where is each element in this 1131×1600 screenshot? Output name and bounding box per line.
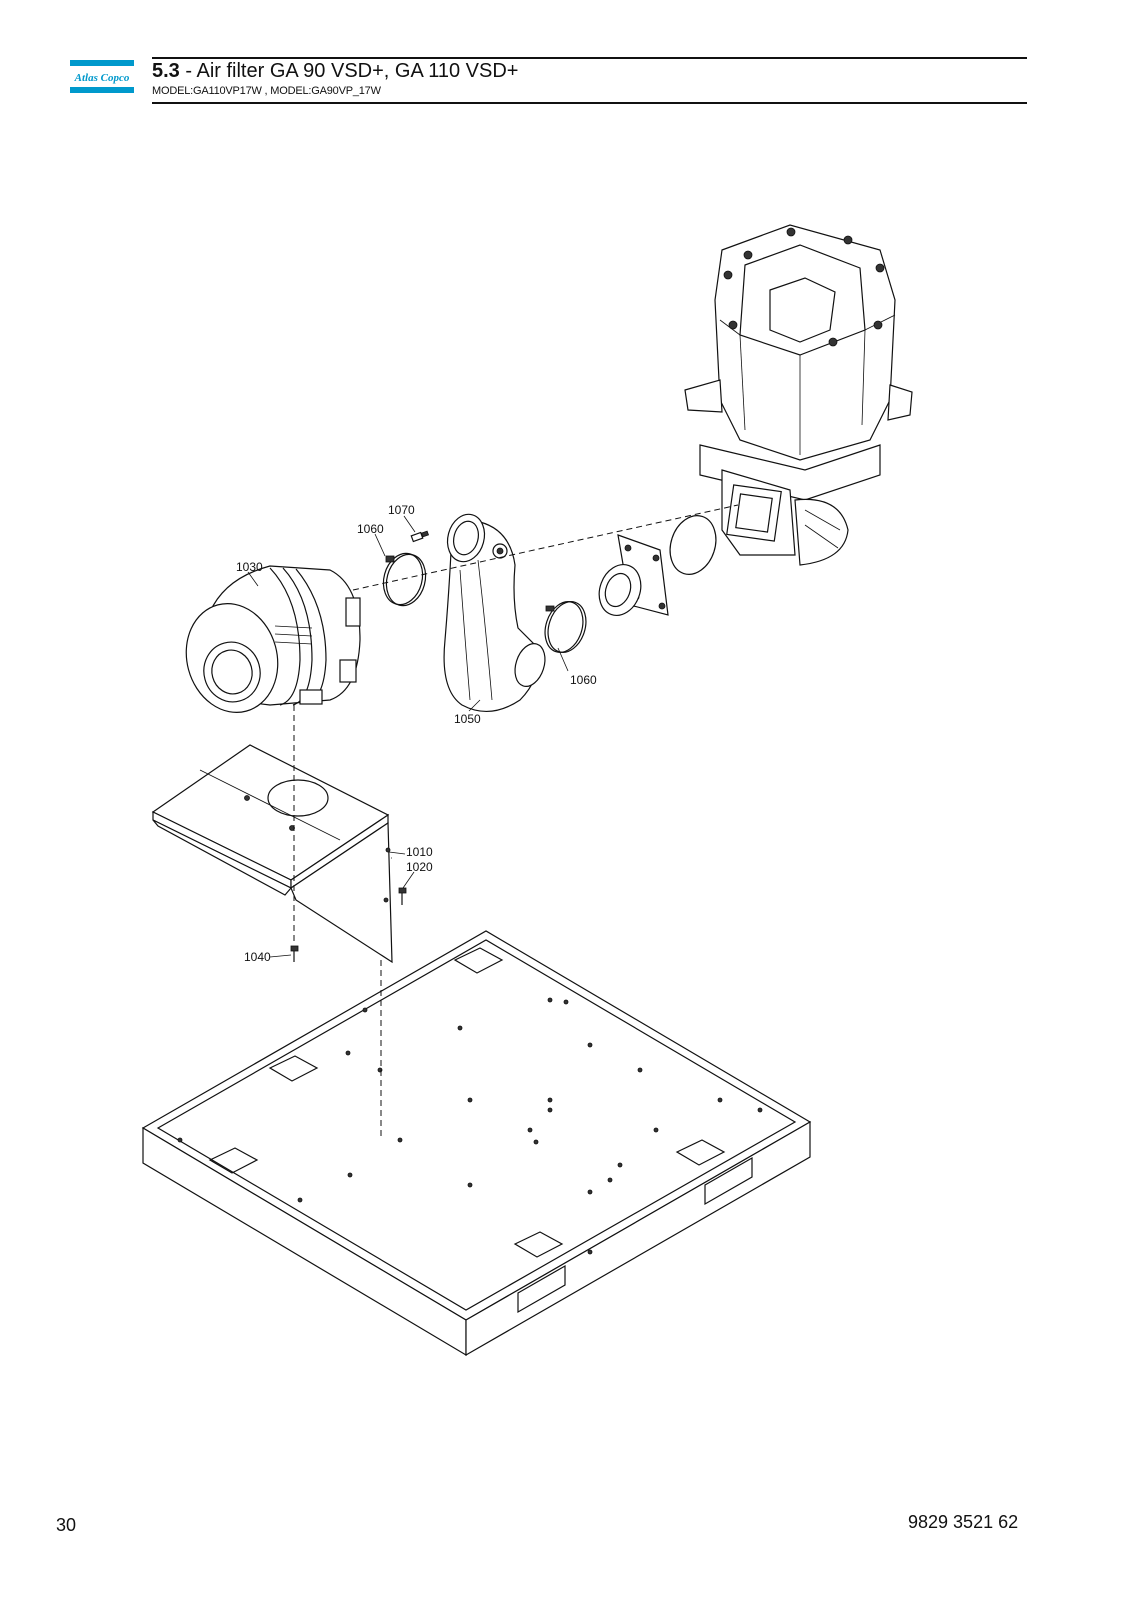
callout-1060-left: 1060 — [357, 522, 384, 536]
callout-1060-right: 1060 — [570, 673, 597, 687]
screw-1040 — [290, 945, 299, 962]
base-frame — [141, 930, 812, 1357]
page-title: 5.3 - Air filter GA 90 VSD+, GA 110 VSD+ — [152, 59, 518, 83]
header-rule-top — [152, 57, 1027, 59]
screw-1020 — [398, 887, 407, 905]
section-title: - Air filter GA 90 VSD+, GA 110 VSD+ — [179, 60, 519, 82]
assembly-axis-filter-to-element — [352, 504, 739, 591]
callout-1070: 1070 — [388, 503, 415, 517]
callout-1050: 1050 — [454, 712, 481, 726]
elbow-hose — [443, 513, 546, 713]
header-rule-bottom — [152, 102, 1027, 104]
filter-support-bracket — [151, 744, 393, 964]
fitting-1070 — [410, 530, 430, 543]
callout-1030: 1030 — [236, 560, 263, 574]
leader-lines — [247, 515, 569, 958]
air-filter — [185, 565, 361, 713]
callout-1020: 1020 — [406, 860, 433, 874]
compressor-element — [684, 224, 913, 566]
inlet-adapter — [598, 534, 669, 616]
callout-1010: 1010 — [406, 845, 433, 859]
model-list: MODEL:GA110VP17W , MODEL:GA90VP_17W — [152, 85, 381, 97]
logo-wordmark: Atlas Copco — [74, 72, 130, 84]
hose-clamp-left — [382, 552, 427, 607]
document-number: 9829 3521 62 — [908, 1512, 1019, 1532]
o-ring — [669, 515, 717, 575]
hose-clamp-right — [544, 601, 587, 653]
callout-1040: 1040 — [244, 950, 271, 964]
page-number: 30 — [56, 1515, 77, 1535]
section-number: 5.3 — [152, 60, 180, 82]
atlas-copco-logo: Atlas Copco — [70, 60, 134, 94]
